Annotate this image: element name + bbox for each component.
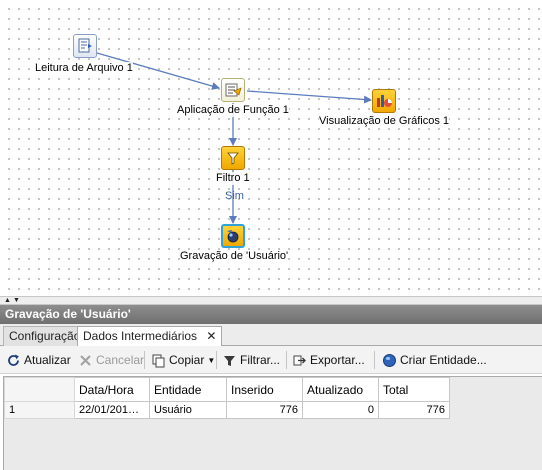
table-header-row: Data/Hora Entidade Inserido Atualizado T… xyxy=(4,377,450,402)
column-header-data-hora[interactable]: Data/Hora xyxy=(74,377,150,402)
panel-splitter[interactable]: ▲ ▼ xyxy=(0,297,542,305)
tab-configuracao[interactable]: Configuração xyxy=(3,326,87,346)
cell-total[interactable]: 776 xyxy=(378,401,450,419)
column-header-entidade[interactable]: Entidade xyxy=(149,377,227,402)
edge-label-sim: Sim xyxy=(225,190,244,202)
globe-icon xyxy=(382,353,397,368)
entity-write-icon[interactable] xyxy=(221,224,245,248)
copy-icon xyxy=(151,353,166,368)
filter-button[interactable]: Filtrar... xyxy=(222,350,280,370)
chart-view-icon[interactable] xyxy=(372,89,396,113)
toolbar: Atualizar Cancelar Copiar ▼ Filtrar... xyxy=(0,346,542,374)
node-label: Aplicação de Função 1 xyxy=(177,104,289,117)
node-label: Filtro 1 xyxy=(216,172,250,185)
row-number: 1 xyxy=(4,401,75,419)
cell-inserido[interactable]: 776 xyxy=(226,401,303,419)
collapse-down-icon[interactable]: ▼ xyxy=(13,297,20,304)
edge-leitura-funcao[interactable] xyxy=(96,52,220,90)
data-table: Data/Hora Entidade Inserido Atualizado T… xyxy=(4,377,450,419)
cell-data-hora[interactable]: 22/01/2016 ... xyxy=(74,401,150,419)
edge-funcao-graficos[interactable] xyxy=(246,90,372,104)
tab-dados-intermediarios[interactable]: Dados Intermediários ✕ xyxy=(77,326,223,347)
column-header-inserido[interactable]: Inserido xyxy=(226,377,303,402)
column-header-atualizado[interactable]: Atualizado xyxy=(302,377,379,402)
node-label: Leitura de Arquivo 1 xyxy=(35,62,133,75)
toolbar-separator xyxy=(286,351,287,369)
file-reader-icon[interactable] xyxy=(73,34,97,58)
chevron-down-icon: ▼ xyxy=(207,355,216,365)
table-row[interactable]: 1 22/01/2016 ... Usuário 776 0 776 xyxy=(4,401,450,419)
node-label: Visualização de Gráficos 1 xyxy=(319,115,450,128)
cell-atualizado[interactable]: 0 xyxy=(302,401,379,419)
cancel-x-icon xyxy=(78,353,93,368)
export-icon xyxy=(292,353,307,368)
function-apply-icon[interactable] xyxy=(221,78,245,102)
filter-funnel-icon xyxy=(222,353,237,368)
tab-label: Configuração xyxy=(9,329,81,343)
cancel-button[interactable]: Cancelar xyxy=(78,350,144,370)
panel-title: Gravação de 'Usuário' xyxy=(0,305,542,324)
toolbar-separator xyxy=(216,351,217,369)
tab-label: Dados Intermediários xyxy=(83,329,198,343)
collapse-up-icon[interactable]: ▲ xyxy=(4,297,11,304)
close-icon[interactable]: ✕ xyxy=(206,329,217,343)
export-button[interactable]: Exportar... xyxy=(292,350,365,370)
create-entity-button[interactable]: Criar Entidade... xyxy=(382,350,487,370)
tab-bar: Configuração Dados Intermediários ✕ xyxy=(0,324,542,347)
data-grid[interactable]: Data/Hora Entidade Inserido Atualizado T… xyxy=(3,376,542,470)
toolbar-separator xyxy=(144,351,145,369)
toolbar-separator xyxy=(374,351,375,369)
column-header-rownum xyxy=(4,377,75,402)
copy-button[interactable]: Copiar ▼ xyxy=(151,350,215,370)
workflow-canvas[interactable]: Leitura de Arquivo 1 Aplicação de Função… xyxy=(0,0,542,297)
column-header-total[interactable]: Total xyxy=(378,377,450,402)
filter-icon[interactable] xyxy=(221,146,245,170)
node-label: Gravação de 'Usuário' xyxy=(180,250,289,263)
refresh-button[interactable]: Atualizar xyxy=(6,350,71,370)
cell-entidade[interactable]: Usuário xyxy=(149,401,227,419)
refresh-icon xyxy=(6,353,21,368)
